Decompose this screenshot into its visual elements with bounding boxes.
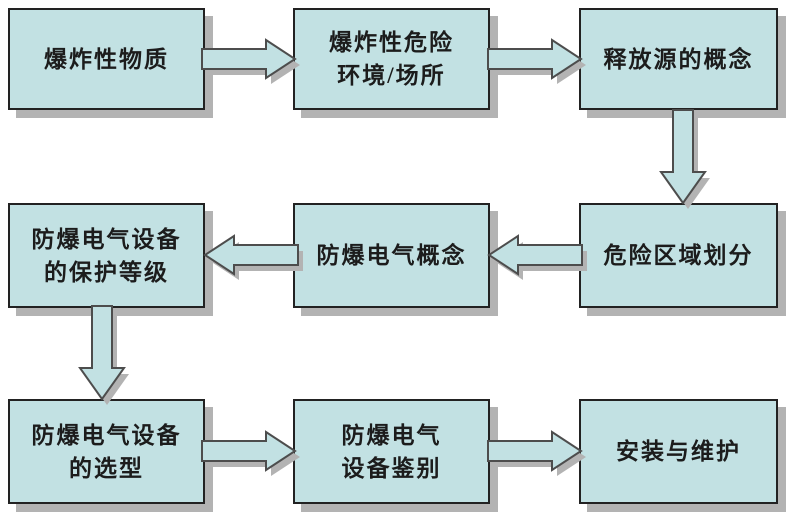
arrow-release-source-to-area-classification xyxy=(660,109,711,210)
flow-box-label: 释放源的概念 xyxy=(603,46,754,72)
flow-box-label: 爆炸性危险 xyxy=(329,30,454,55)
flow-box-hazardous-area-classification: 危险区域划分 xyxy=(579,203,778,308)
arrow-area-classification-to-electrical-concept xyxy=(488,235,588,281)
flow-box-equipment-selection: 防爆电气设备 的选型 xyxy=(8,399,205,504)
flow-box-installation-and-maintenance: 安装与维护 xyxy=(579,399,778,504)
arrow-selection-to-identification xyxy=(201,431,301,477)
flow-box-label: 防爆电气设备 xyxy=(31,226,182,252)
arrow-protection-level-to-selection xyxy=(79,305,130,406)
flow-box-label: 危险区域划分 xyxy=(603,243,754,268)
flow-box-label: 防爆电气设备 xyxy=(31,422,182,448)
arrow-electrical-concept-to-protection-level xyxy=(204,235,304,281)
flow-box-label: 的保护等级 xyxy=(44,259,169,285)
flow-box-label: 安装与维护 xyxy=(616,439,741,464)
flow-box-label: 环境/场所 xyxy=(337,63,446,88)
flow-box-label: 防爆电气概念 xyxy=(316,243,467,268)
flow-box-equipment-protection-level: 防爆电气设备 的保护等级 xyxy=(8,203,205,308)
flow-box-label: 的选型 xyxy=(69,455,144,481)
arrow-explosive-substances-to-environment xyxy=(201,39,301,85)
flow-box-label: 爆炸性物质 xyxy=(44,46,169,72)
flow-box-release-source-concept: 释放源的概念 xyxy=(579,8,778,110)
flow-box-equipment-identification: 防爆电气 设备鉴别 xyxy=(293,399,490,504)
flow-box-explosive-substances: 爆炸性物质 xyxy=(8,8,205,110)
arrow-environment-to-release-source xyxy=(487,39,587,85)
arrow-identification-to-installation xyxy=(487,431,587,477)
flow-box-label: 设备鉴别 xyxy=(341,455,442,481)
flow-box-explosive-hazardous-environment: 爆炸性危险 环境/场所 xyxy=(293,8,490,110)
flow-box-label: 防爆电气 xyxy=(341,422,442,448)
flow-box-explosion-proof-electrical-concept: 防爆电气概念 xyxy=(293,203,490,308)
